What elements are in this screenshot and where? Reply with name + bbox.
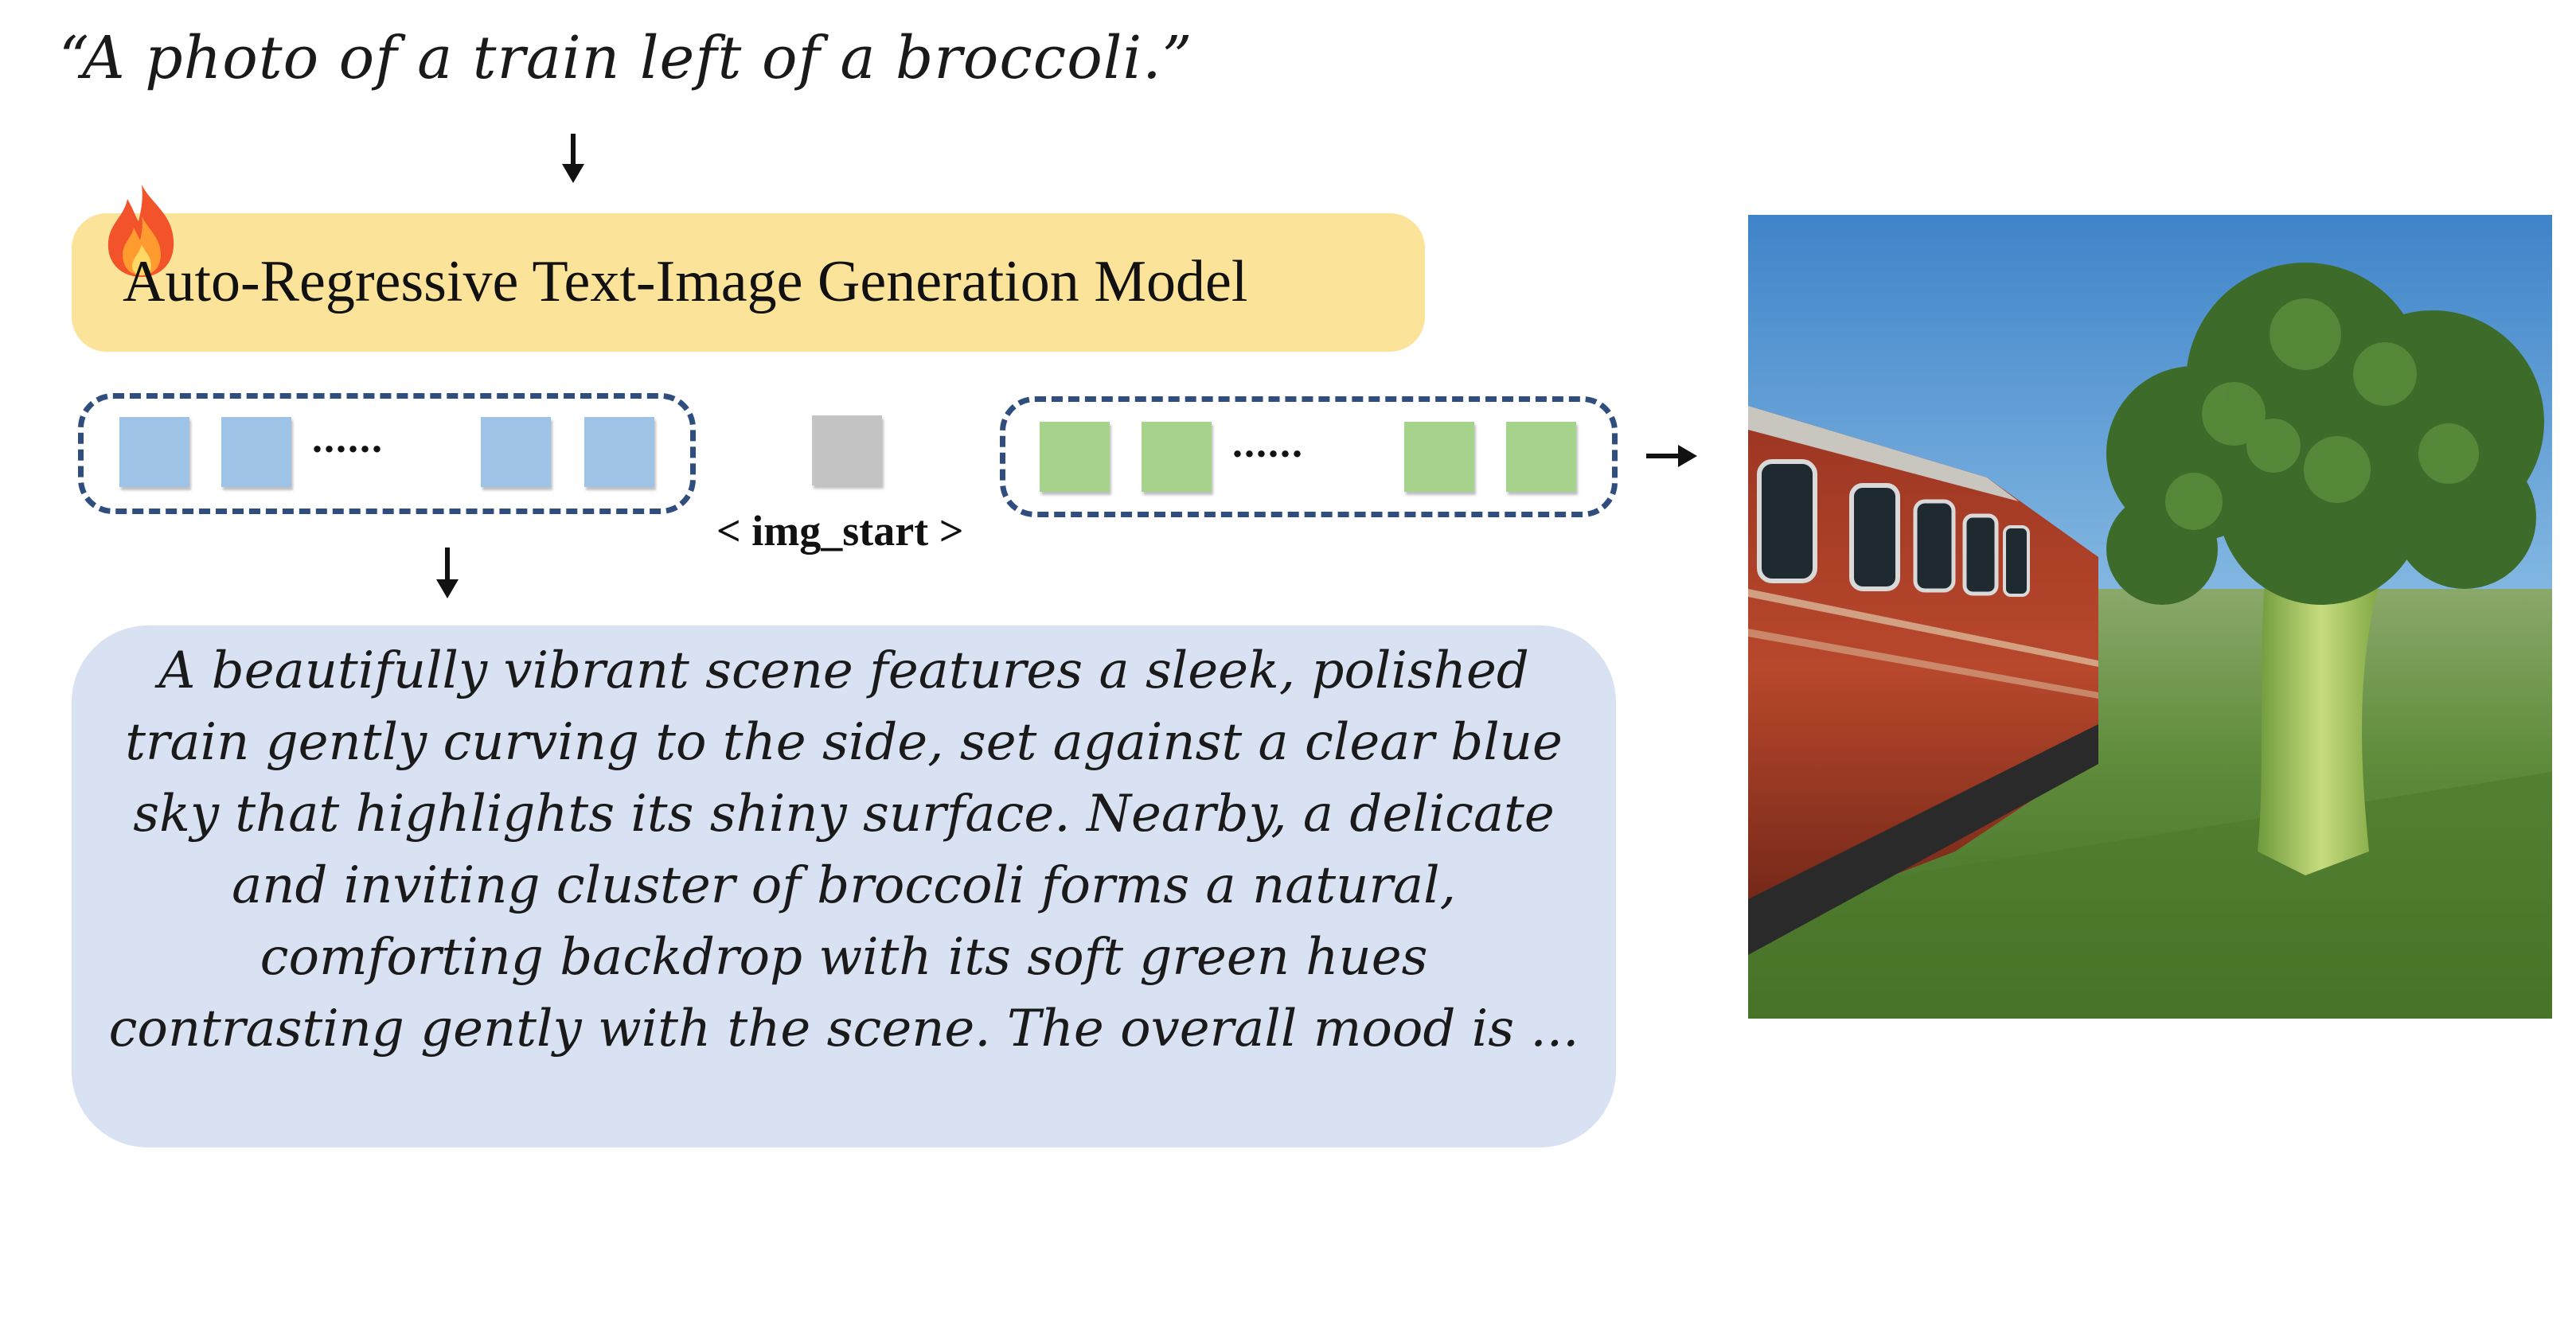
generated-image xyxy=(1748,215,2552,1019)
img-start-label: < img_start > xyxy=(716,507,964,555)
prompt-to-model-arrow xyxy=(562,134,584,183)
description-line: train gently curving to the side, set ag… xyxy=(125,713,1563,772)
fire-icon xyxy=(107,185,174,277)
text-token xyxy=(221,417,291,487)
image-token-ellipsis: ...... xyxy=(1232,421,1304,466)
text-token-group xyxy=(78,393,696,514)
description-line: A beautifully vibrant scene features a s… xyxy=(158,641,1529,700)
prompt-text: “A photo of a train left of a broccoli.” xyxy=(59,24,1193,92)
text-token xyxy=(584,417,654,487)
text-token-ellipsis: ...... xyxy=(312,416,384,462)
image-token-group xyxy=(1000,396,1618,517)
description-line: contrasting gently with the scene. The o… xyxy=(108,1000,1579,1058)
tokens-to-description-arrow xyxy=(436,547,459,598)
description-text: A beautifully vibrant scene features a s… xyxy=(72,635,1616,1065)
tokens-to-image-arrow xyxy=(1646,445,1697,467)
image-token xyxy=(1142,422,1212,492)
image-token xyxy=(1040,422,1110,492)
description-line: and inviting cluster of broccoli forms a… xyxy=(232,856,1456,915)
image-token xyxy=(1404,422,1474,492)
description-line: sky that highlights its shiny surface. N… xyxy=(133,785,1555,844)
model-box xyxy=(72,213,1425,352)
text-token xyxy=(119,417,189,487)
model-label: Auto-Regressive Text-Image Generation Mo… xyxy=(123,249,1248,314)
description-line: comforting backdrop with its soft green … xyxy=(260,928,1428,987)
img-start-token xyxy=(812,415,882,485)
text-token xyxy=(481,417,551,487)
image-token xyxy=(1506,422,1576,492)
description-box xyxy=(72,625,1616,1148)
